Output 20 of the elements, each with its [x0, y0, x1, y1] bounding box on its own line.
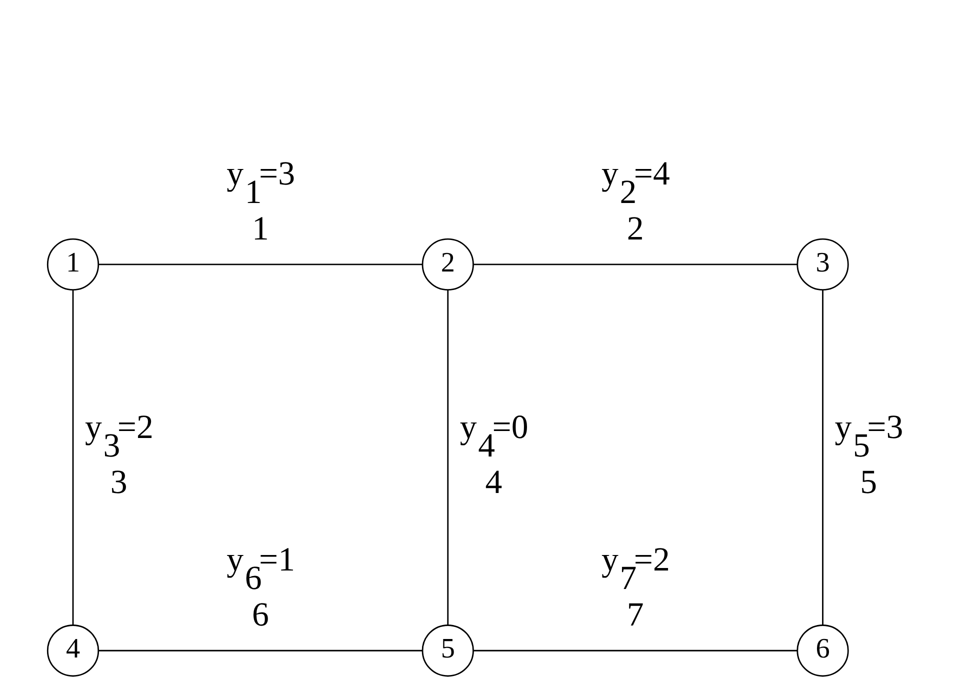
node-circle: 1 — [46, 238, 100, 291]
connector — [447, 290, 449, 626]
node-circle: 4 — [46, 624, 100, 677]
connector — [98, 650, 422, 652]
node-circle: 2 — [422, 238, 474, 291]
label: 5 — [860, 464, 878, 502]
label: 2 — [626, 210, 644, 248]
node-circle: 3 — [796, 238, 849, 291]
connector — [98, 264, 422, 266]
node-circle: 5 — [422, 624, 474, 677]
connector — [822, 290, 824, 626]
label: 6 — [252, 596, 269, 634]
label: 4 — [485, 464, 502, 502]
connector — [474, 264, 798, 266]
label: 3 — [110, 464, 128, 502]
label: 1 — [252, 210, 269, 248]
node-circle: 6 — [796, 624, 849, 677]
label: 7 — [626, 596, 644, 634]
connector — [474, 650, 798, 652]
connector — [72, 290, 74, 626]
